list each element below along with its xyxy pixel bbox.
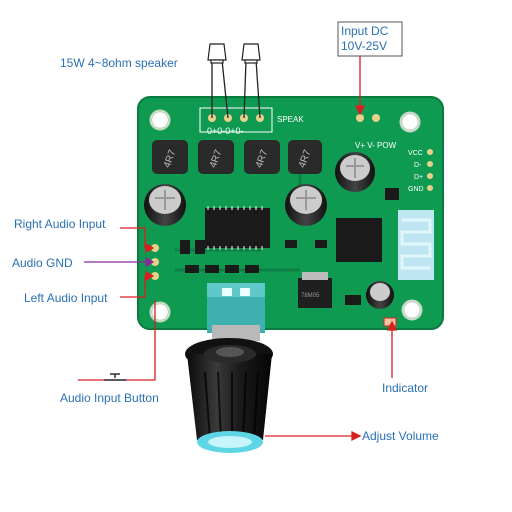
- audio-input-pads: [151, 244, 159, 280]
- smd-components: [180, 188, 399, 305]
- power-silk: V+ V- POW: [355, 141, 397, 150]
- indicator-label: Indicator: [382, 381, 429, 395]
- amplifier-chip: [205, 206, 270, 250]
- speak-silk: SPEAK: [277, 115, 304, 124]
- usb-pad-column: [427, 149, 433, 191]
- bluetooth-module: [336, 210, 434, 280]
- left-audio-input-label: Left Audio Input: [24, 291, 108, 305]
- speaker-wires: [211, 59, 261, 119]
- input-dc-label-line2: 10V-25V: [341, 39, 388, 53]
- volume-knob[interactable]: [185, 338, 273, 453]
- adjust-volume-label: Adjust Volume: [362, 429, 439, 443]
- pin-d-minus-silk: D-: [414, 162, 422, 169]
- input-dc-label-line1: Input DC: [341, 24, 389, 38]
- pin-gnd-silk: GND: [408, 186, 424, 193]
- speaker-icon: [207, 43, 261, 64]
- pin-vcc-silk: VCC: [408, 150, 423, 157]
- push-button-icon: [104, 373, 126, 381]
- voltage-regulator: [298, 272, 332, 308]
- regulator-mark: 78M05: [301, 293, 320, 299]
- potentiometer: [207, 283, 265, 341]
- speak-pins-silk: 0+0-0+0-: [207, 126, 244, 136]
- audio-gnd-label: Audio GND: [12, 256, 73, 270]
- inductor-row: [152, 140, 322, 174]
- audio-gnd-arrow: [84, 256, 155, 268]
- audio-input-button-label: Audio Input Button: [60, 391, 159, 405]
- power-pins: [356, 114, 380, 122]
- leader-arrows: [78, 56, 398, 442]
- pin-d-plus-silk: D+: [414, 174, 423, 181]
- right-audio-input-label: Right Audio Input: [14, 217, 106, 231]
- input-dc-box: [337, 21, 403, 57]
- capacitors: [144, 152, 394, 309]
- speaker-label: 15W 4~8ohm speaker: [60, 56, 178, 70]
